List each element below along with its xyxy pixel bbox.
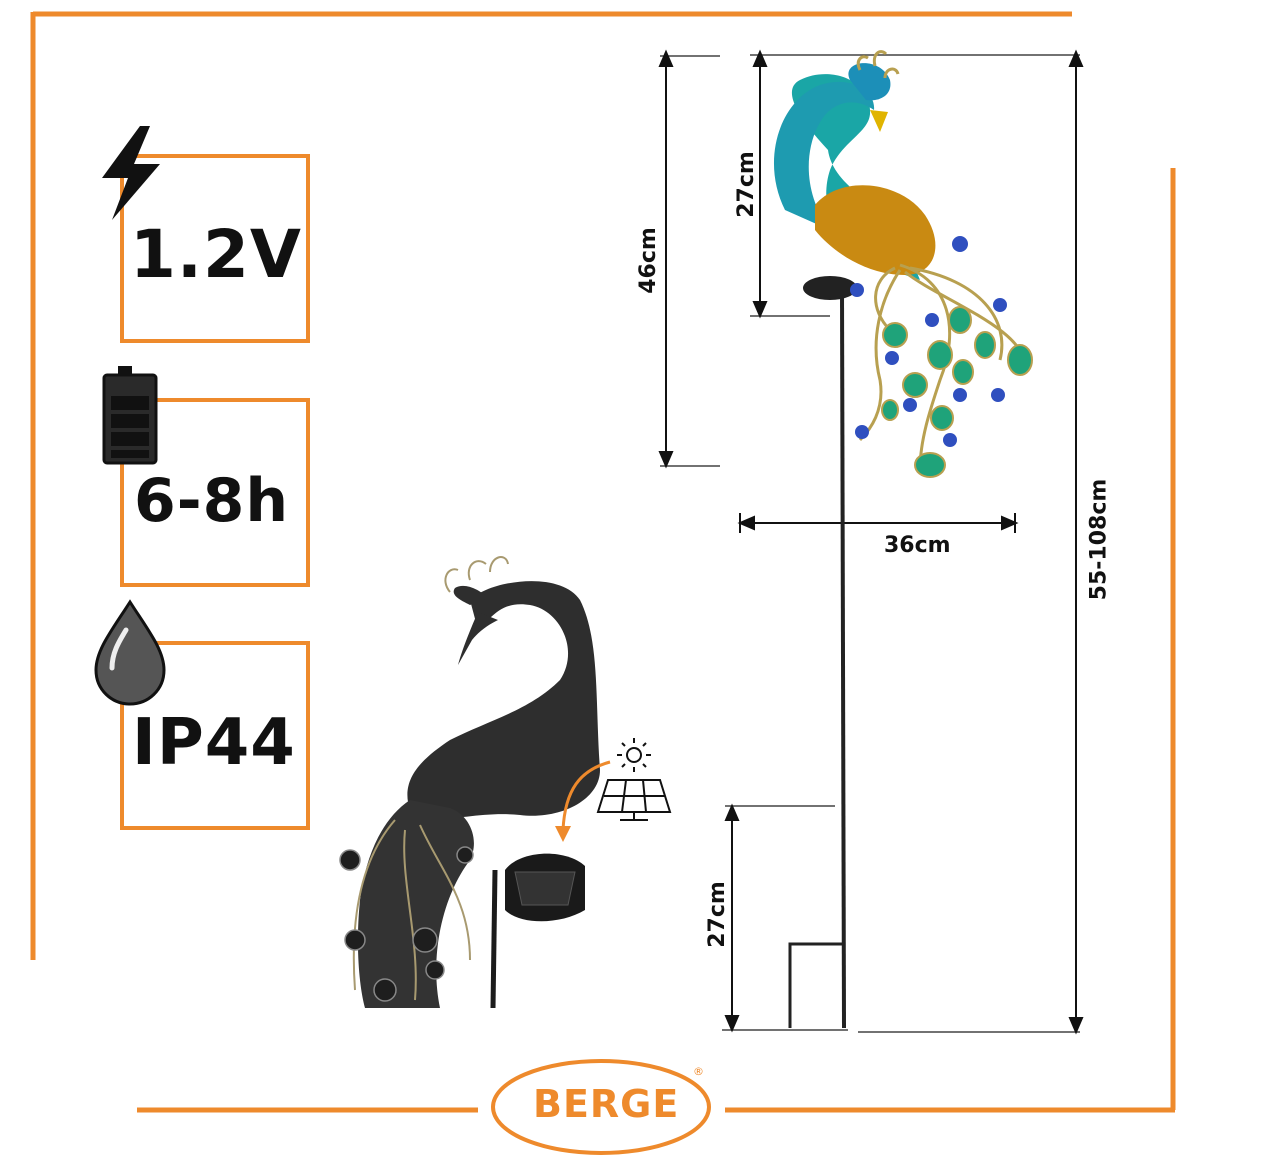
protection-value: IP44 bbox=[132, 706, 296, 780]
brand-logo: BERGE bbox=[533, 1082, 680, 1126]
voltage-value: 1.2V bbox=[130, 216, 302, 293]
peacock-color-image bbox=[773, 50, 1033, 478]
runtime-box bbox=[120, 398, 310, 587]
peacock-stake bbox=[788, 276, 857, 1029]
registered-mark: ® bbox=[693, 1065, 704, 1078]
protection-box bbox=[120, 641, 310, 830]
lightning-icon bbox=[102, 126, 160, 220]
label-upper-height: 46cm bbox=[635, 227, 661, 294]
orange-arrow bbox=[555, 760, 611, 842]
label-head-height: 27cm bbox=[733, 151, 759, 218]
label-stake-height: 27cm bbox=[704, 881, 730, 948]
sun-icon bbox=[617, 738, 651, 772]
solar-panel-icon bbox=[596, 779, 672, 821]
peacock-dark-image bbox=[339, 556, 600, 1009]
dimension-guides bbox=[660, 54, 1080, 1033]
label-total-height: 55-108cm bbox=[1086, 478, 1112, 601]
water-drop-icon bbox=[94, 599, 166, 706]
orange-frame bbox=[30, 11, 1176, 1113]
brand-oval bbox=[491, 1059, 711, 1155]
runtime-value: 6-8h bbox=[134, 466, 290, 536]
voltage-box bbox=[120, 154, 310, 343]
battery-icon bbox=[102, 366, 158, 465]
label-width: 36cm bbox=[884, 533, 951, 558]
